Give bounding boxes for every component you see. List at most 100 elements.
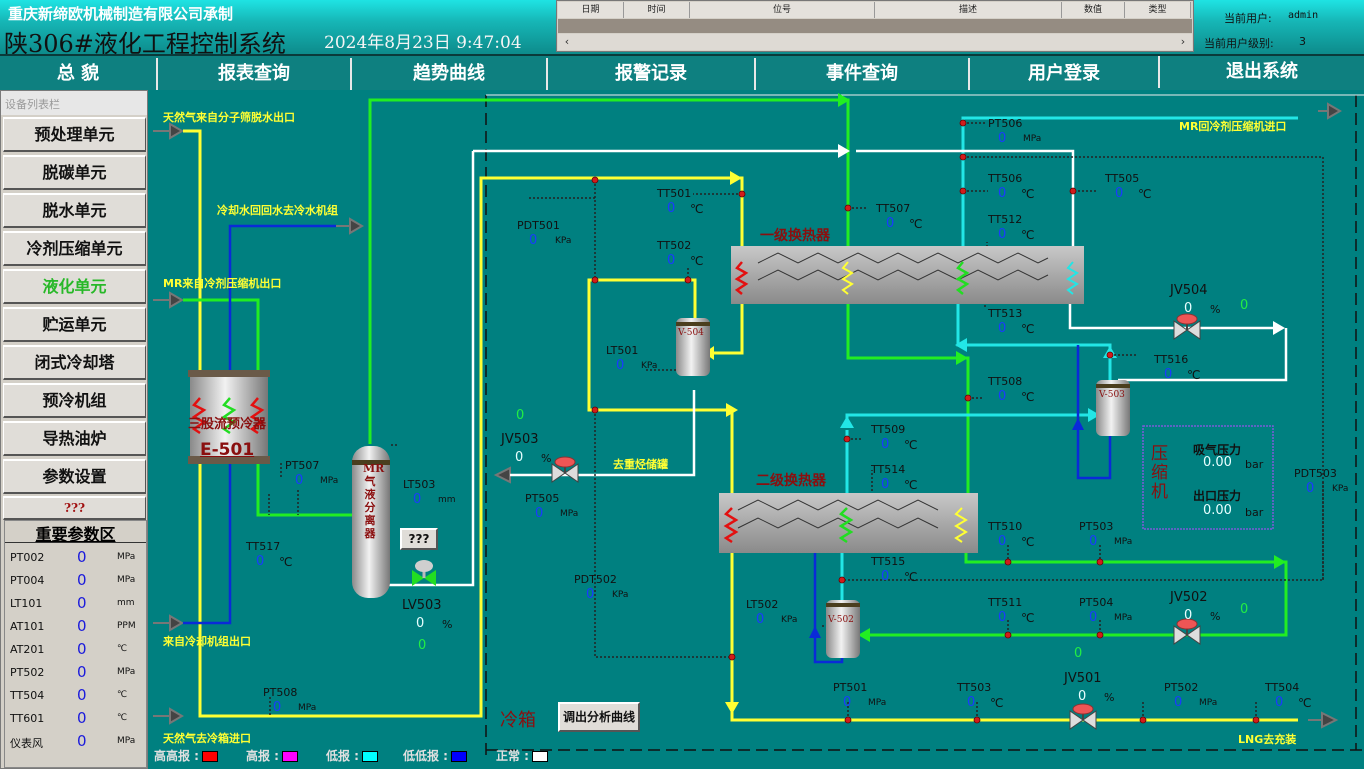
jv501-valve	[1069, 703, 1097, 730]
instrument-unit: ℃	[279, 555, 293, 569]
instrument-tag: TT507	[876, 202, 911, 215]
instrument-value: 0	[998, 186, 1007, 201]
analysis-curve-button[interactable]: 调出分析曲线	[558, 702, 640, 732]
v504-tag: V-504	[678, 328, 704, 338]
valve-opening: 0	[515, 450, 524, 465]
sidebar-item-parameter-settings[interactable]: 参数设置	[3, 459, 146, 494]
unknown-button[interactable]: ???	[400, 528, 438, 550]
scroll-right-icon[interactable]: ›	[1180, 35, 1186, 48]
instrument-value: 0	[616, 358, 625, 373]
nav-overview[interactable]: 总 貌	[56, 63, 100, 84]
param-unit: PPM	[117, 621, 136, 631]
sidebar-item-precooling-unit[interactable]: 预冷机组	[3, 383, 146, 418]
valve-unit: %	[1104, 691, 1115, 704]
nav-report-query[interactable]: 报表查询	[156, 58, 350, 90]
sidebar-item-unknown[interactable]: ???	[3, 496, 146, 520]
user-level-label: 当前用户级别:	[1204, 37, 1274, 50]
sidebar-title: 设备列表栏	[1, 91, 147, 115]
instrument-value: 0	[998, 389, 1007, 404]
instrument-value: 0	[413, 492, 422, 507]
param-name: TT601	[10, 712, 45, 725]
param-name: AT201	[10, 643, 45, 656]
instrument-tag: TT512	[988, 213, 1023, 226]
instrument-value: 0	[529, 233, 538, 248]
instrument-value: 0	[586, 587, 595, 602]
instrument-tag: TT510	[988, 520, 1023, 533]
param-name: LT101	[10, 597, 43, 610]
alarm-table[interactable]: 日期 时间 位号 描述 数值 类型 ‹ ›	[556, 0, 1194, 52]
param-unit: MPa	[117, 575, 136, 585]
instrument-tag: PT503	[1079, 520, 1114, 533]
sidebar-item-liquefaction[interactable]: 液化单元	[3, 269, 146, 304]
sidebar-item-oil-furnace[interactable]: 导热油炉	[3, 421, 146, 456]
param-name: TT504	[10, 689, 45, 702]
column-tag[interactable]: 位号	[690, 2, 875, 18]
instrument-unit: mm	[438, 495, 456, 505]
instrument-unit: MPa	[320, 476, 339, 486]
param-value: 0	[77, 617, 87, 635]
jv504-valve	[1173, 313, 1201, 340]
instrument-value: 0	[1089, 534, 1098, 549]
param-unit: ℃	[117, 690, 128, 700]
nav-alarm-records[interactable]: 报警记录	[546, 58, 754, 90]
legend-swatch	[531, 751, 548, 762]
column-time[interactable]: 时间	[624, 2, 690, 18]
nav-exit-system[interactable]: 退出系统	[1158, 56, 1364, 88]
v503-tag: V-503	[1099, 390, 1125, 400]
instrument-tag: LT502	[746, 598, 779, 611]
sidebar-item-pretreatment[interactable]: 预处理单元	[3, 117, 146, 152]
valve-feedback-jv503: 0	[516, 408, 525, 423]
instrument-unit: ℃	[990, 696, 1004, 710]
valve-tag: JV502	[1170, 590, 1208, 605]
instrument-value: 0	[1174, 695, 1183, 710]
v503-vessel	[1096, 380, 1130, 436]
instrument-unit: KPa	[641, 361, 658, 371]
nav-event-query[interactable]: 事件查询	[754, 58, 968, 90]
instrument-tag: TT508	[988, 375, 1023, 388]
instrument-tag: TT503	[957, 681, 992, 694]
instrument-unit: MPa	[560, 509, 579, 519]
column-date[interactable]: 日期	[558, 2, 624, 18]
sidebar-item-decarbonization[interactable]: 脱碳单元	[3, 155, 146, 190]
column-description[interactable]: 描述	[875, 2, 1062, 18]
instrument-unit: MPa	[1114, 613, 1133, 623]
param-value: 0	[77, 663, 87, 681]
instrument-value: 0	[886, 216, 895, 231]
sidebar-item-dehydration[interactable]: 脱水单元	[3, 193, 146, 228]
legend-swatch	[281, 751, 298, 762]
instrument-tag: PDT503	[1294, 467, 1337, 480]
instrument-unit: ℃	[1021, 611, 1035, 625]
legend-item-1: 高报 :	[246, 747, 298, 764]
instrument-tag: LT501	[606, 344, 639, 357]
instrument-unit: ℃	[1138, 187, 1152, 201]
suction-pressure-label: 吸气压力	[1193, 443, 1242, 457]
sidebar-item-refrigerant-compression[interactable]: 冷剂压缩单元	[3, 231, 146, 266]
param-value: 0	[77, 709, 87, 727]
column-value[interactable]: 数值	[1062, 2, 1125, 18]
column-type[interactable]: 类型	[1125, 2, 1191, 18]
pipe-network	[153, 93, 1364, 760]
instrument-tag: TT506	[988, 172, 1023, 185]
valve-opening: 0	[1078, 689, 1087, 704]
instrument-value: 0	[535, 506, 544, 521]
scroll-left-icon[interactable]: ‹	[564, 35, 570, 48]
instrument-unit: KPa	[781, 615, 798, 625]
instrument-value: 0	[667, 201, 676, 216]
coldbox-boundary	[485, 95, 1364, 760]
sidebar-item-cooling-tower[interactable]: 闭式冷却塔	[3, 345, 146, 380]
stream-heavy-hydrocarbon: 去重烃储罐	[613, 458, 668, 471]
stream-ng-inlet: 天然气来自分子筛脱水出口	[163, 111, 295, 124]
horizontal-scrollbar[interactable]: ‹ ›	[558, 34, 1192, 50]
alarm-table-body	[558, 19, 1192, 33]
legend-swatch	[361, 751, 378, 762]
nav-trend-curve[interactable]: 趋势曲线	[350, 58, 546, 90]
instrument-tag: TT515	[871, 555, 906, 568]
nav-user-login[interactable]: 用户登录	[968, 58, 1158, 90]
sidebar-item-storage[interactable]: 贮运单元	[3, 307, 146, 342]
instrument-tag: PT504	[1079, 596, 1114, 609]
